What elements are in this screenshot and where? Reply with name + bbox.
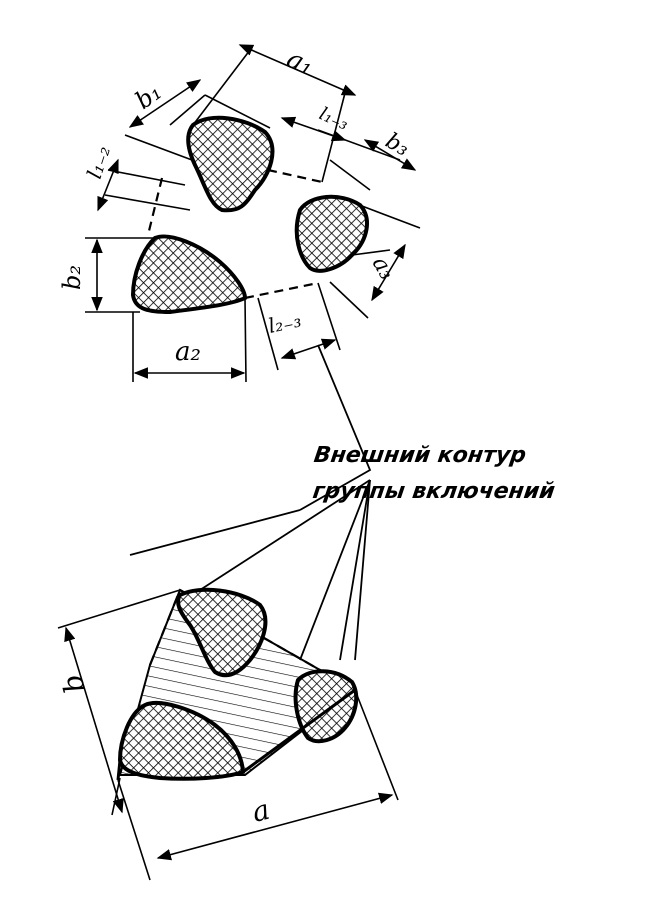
leader-lines: [129, 344, 372, 661]
label-l1-3: l₁₋₃: [316, 103, 352, 134]
dim-b: [64, 626, 124, 814]
dim-a: [156, 792, 394, 861]
dim-b3: [363, 139, 417, 171]
dim-l2-3: [280, 338, 337, 360]
group-inclusion-1: [176, 587, 268, 678]
label-b2: b₂: [58, 265, 86, 290]
dim-a3: [371, 243, 406, 302]
dim-l1-3: [280, 116, 347, 142]
group-inclusion-3: [293, 669, 359, 744]
group-dimension-lines: [64, 626, 394, 861]
label-a-group: a: [249, 793, 273, 829]
label-l1-2: l₁₋₂: [82, 143, 115, 182]
label-l2-3: l₂₋₃: [266, 308, 303, 338]
inclusion-2: [130, 234, 248, 315]
gap-dashed-lines: [146, 168, 323, 300]
label-a3: a₃: [367, 253, 400, 284]
dimension-lines: [91, 44, 417, 379]
bottom-group-view: b a: [55, 587, 399, 881]
label-a2: a₂: [175, 337, 201, 367]
dim-l1-2: [97, 158, 119, 212]
dim-a1: [238, 44, 357, 96]
caption-line-1: Внешний контур: [312, 442, 528, 468]
caption-line-2: группы включений: [311, 478, 556, 504]
extension-lines: [85, 49, 421, 383]
inclusion-3: [294, 194, 369, 273]
label-b1: b₁: [130, 78, 167, 115]
label-b3: b₃: [381, 129, 413, 162]
caption: Внешний контур группы включений: [311, 442, 556, 504]
top-detail-view: a₁ b₁ l₁₋₃ b₃ l₁₋₂ a₃ b₂ a₂ l₂₋₃: [58, 44, 421, 383]
inclusion-1: [186, 115, 275, 213]
dim-b1: [128, 79, 202, 128]
